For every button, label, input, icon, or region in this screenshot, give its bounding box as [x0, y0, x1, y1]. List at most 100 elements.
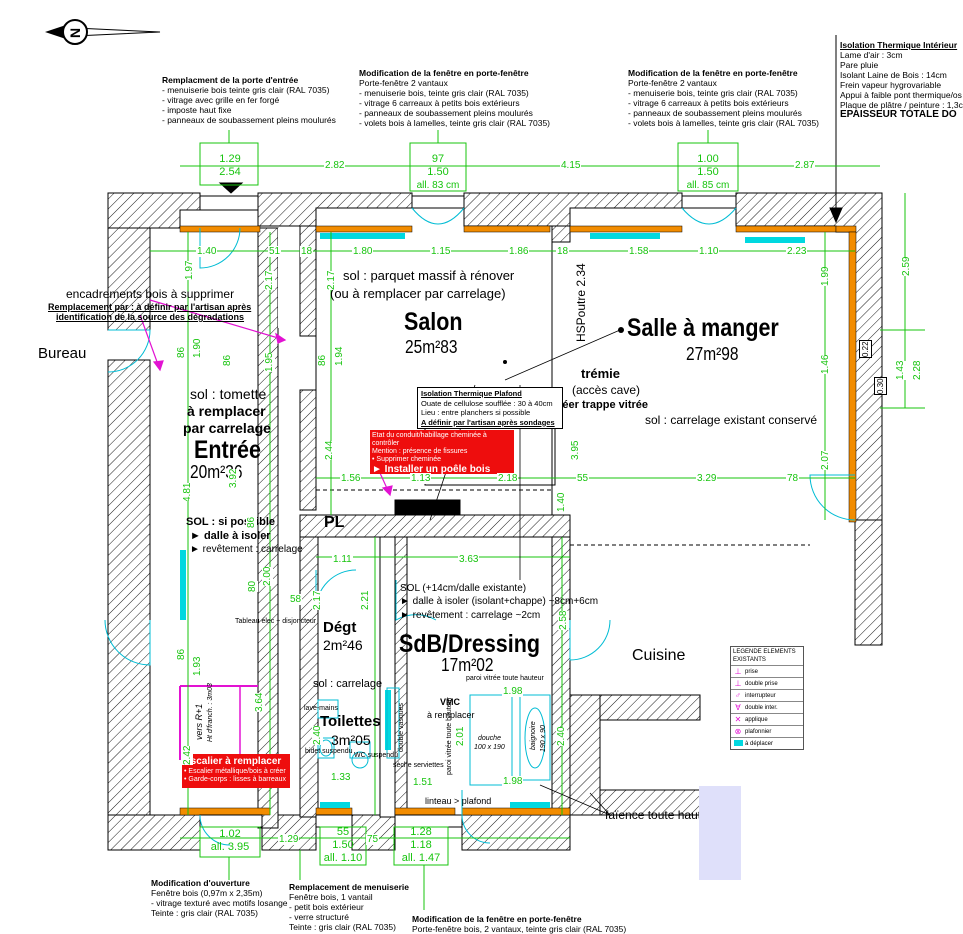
legend-row: ⊗plafonnier [731, 725, 803, 737]
bidet-label: bidet suspendu [305, 748, 353, 755]
door-swings [104, 207, 856, 846]
dim-vertical: 2.42 [182, 745, 193, 765]
radiators [180, 233, 805, 808]
double-switch-icon: ∀ [735, 702, 741, 712]
window-dim-value: 1.29 [219, 153, 241, 165]
dim-vertical: 2.17 [264, 270, 275, 290]
dim-vertical: 2.40 [556, 726, 567, 746]
window-dim-value: 1.50 [427, 166, 449, 178]
dim-sdb: 58 [289, 594, 303, 605]
window-dim-value: 1.28 [410, 826, 432, 838]
dim-vertical: 2.28 [912, 360, 923, 380]
dim-vertical: 86 [317, 354, 328, 366]
exterior-walls [107, 192, 883, 851]
note-line: Isolant Laine de Bois : 14cm [840, 70, 947, 80]
window-dim-value: 1.18 [410, 839, 432, 851]
note-line: Porte-fenêtre 2 vantaux [628, 78, 717, 88]
window-dim-value: all. 1.10 [323, 852, 363, 864]
note-title: Remplacement de menuiserie [289, 882, 409, 892]
dim-vertical: 1.93 [192, 656, 203, 676]
tremie-sub: (accès cave) [572, 383, 641, 397]
dim-mid: 78 [786, 473, 800, 484]
window-dim-6: 1.28 1.18 all. 1.47 [394, 826, 448, 865]
note-line: - vitrage avec grille en fer forgé [162, 95, 280, 105]
dim-vertical: 0.22 [859, 340, 872, 358]
room-entree-name: Entrée [194, 436, 261, 464]
legend-label: applique [745, 716, 768, 723]
ceiling-light-icon: ⊗ [734, 726, 742, 736]
wc-label: WC suspendu [354, 752, 398, 759]
note-line: Fenêtre bois (0,97m x 2,35m) [151, 888, 263, 898]
window-dim-value: 97 [431, 153, 445, 165]
note-line: Teinte : gris clair (RAL 7035) [151, 908, 258, 918]
legend-label: interrupteur [745, 692, 776, 699]
window-glazing [199, 195, 737, 828]
note-title: Modification d'ouverture [151, 878, 250, 888]
seche-label: sèche serviettes [393, 762, 444, 769]
dim-vertical: 2.59 [901, 256, 912, 276]
dim-sdb: 1.33 [330, 772, 352, 783]
window-dim-value: 1.00 [697, 153, 719, 165]
window-frames [179, 225, 857, 816]
legend-row: ⊥double prise [731, 677, 803, 689]
legend: LEGENDE ELEMENTS EXISTANTS ⊥prise ⊥doubl… [730, 646, 804, 750]
note-line: - verre structuré [289, 912, 349, 922]
note-line: Fenêtre bois, 1 vantail [289, 892, 373, 902]
linteau-label: linteau > plafond [425, 796, 492, 806]
dim-sdb: 1.29 [278, 834, 300, 845]
red-box-escalier: Escalier à remplacer • Escalier métalliq… [182, 754, 290, 788]
dim-vertical: 1.43 [895, 360, 906, 380]
note-line: Porte-fenêtre 2 vantaux [359, 78, 448, 88]
dim-vertical: 2.07 [820, 450, 831, 470]
entree-floor2: à remplacer [187, 403, 266, 419]
window-dim-value: all. 3.95 [210, 841, 250, 853]
dim-row2: 1.40 [196, 246, 218, 257]
dim-vertical: 3.92 [228, 468, 239, 488]
entree-sol-title: SOL : si possible [186, 516, 276, 528]
dim-vertical: 1.94 [334, 346, 345, 366]
window-dim-4: 1.02 all. 3.95 [200, 828, 260, 854]
tremie-action: créer trappe vitrée [552, 399, 648, 411]
note-line: - panneaux de soubassement pleins moulur… [359, 108, 533, 118]
note-line: Teinte : gris clair (RAL 7035) [289, 922, 396, 932]
sdb-sol3: ► revêtement : carrelage ~2cm [400, 610, 541, 621]
note-line: - panneaux de soubassement pleins moulur… [628, 108, 802, 118]
sam-floor: sol : carrelage existant conservé [645, 413, 818, 427]
dim-row2: 1.58 [628, 246, 650, 257]
dim-sdb: 1.98 [502, 686, 524, 697]
encadrements-label: encadrements bois à supprimer [66, 287, 235, 301]
note-ouverture: Modification d'ouverture Fenêtre bois (0… [151, 878, 288, 918]
dim-mid: 1.13 [410, 473, 432, 484]
dim-vertical: 80 [247, 580, 258, 592]
dim-top: 4.15 [560, 160, 582, 171]
tremie-title: trémie [581, 366, 621, 381]
room-sam-area: 27m²98 [686, 344, 739, 364]
dim-vertical: 1.90 [192, 338, 203, 358]
legend-row: ⊥prise [731, 665, 803, 677]
room-salon-name: Salon [404, 308, 463, 336]
dim-top: 2.87 [794, 160, 816, 171]
isolation-plafond-action: A définir par l'artisan après sondages [421, 417, 555, 427]
legend-label: double prise [745, 680, 778, 687]
dim-vertical: 0.30 [874, 377, 887, 395]
dim-row2: 1.15 [430, 246, 452, 257]
note-title: Modification de la fenêtre en porte-fenê… [359, 68, 529, 78]
lavender-patch [699, 786, 741, 880]
sam-point [618, 327, 624, 333]
note-porte-entree: Remplacment de la porte d'entrée - menui… [162, 75, 336, 125]
dim-vertical: 1.99 [820, 266, 831, 286]
switch-icon: ♂ [735, 690, 741, 700]
room-sam-name: Salle à manger [627, 314, 779, 342]
room-salon-area: 25m²83 [405, 337, 458, 357]
note-line: - menuiserie bois teinte gris clair (RAL… [162, 85, 330, 95]
entree-sol-b: ► revêtement : carrelage [190, 544, 303, 555]
salon-floor2: (ou à remplacer par carrelage) [330, 286, 506, 301]
red-box-line: • Escalier métallique/bois à créer [184, 768, 286, 775]
note-line: - panneaux de soubassement pleins moulur… [162, 115, 336, 125]
baignoire-dim: 190 x 90 [540, 725, 547, 752]
window-dim-value: 1.50 [697, 166, 719, 178]
dim-mid: 1.56 [340, 473, 362, 484]
note-line: - menuiserie bois, teinte gris clair (RA… [359, 88, 529, 98]
red-box-line: Etat du conduit/habillage cheminée à con… [372, 432, 487, 447]
